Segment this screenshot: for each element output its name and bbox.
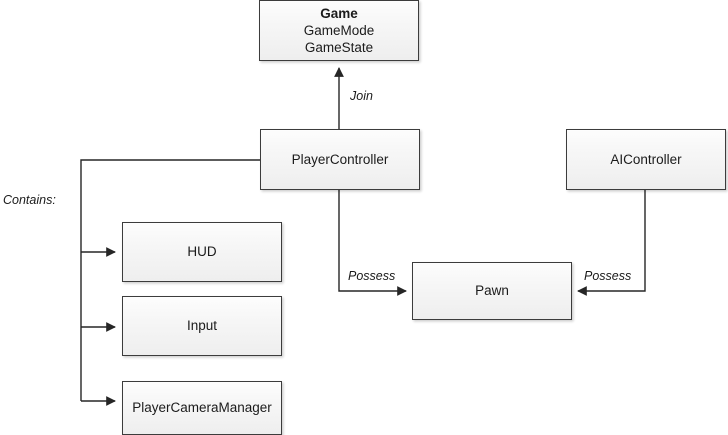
node-game-line3: GameState: [304, 40, 374, 56]
node-input-label: Input: [186, 318, 218, 334]
node-player-controller[interactable]: PlayerController: [260, 129, 420, 190]
label-contains: Contains:: [3, 193, 56, 207]
edge-playercontroller-to-pawn: [338, 190, 407, 296]
node-ai-controller[interactable]: AIController: [566, 129, 726, 190]
node-game-line2: GameMode: [303, 22, 375, 38]
edge-aicontroller-to-pawn: [577, 190, 646, 296]
node-player-controller-label: PlayerController: [291, 151, 389, 167]
node-hud[interactable]: HUD: [122, 222, 282, 282]
node-ai-controller-label: AIController: [610, 151, 682, 167]
node-pawn[interactable]: Pawn: [412, 262, 572, 320]
edge-playercontroller-trunk: [80, 159, 260, 401]
edge-label-possess-player: Possess: [348, 269, 396, 283]
edge-label-join: Join: [350, 89, 373, 103]
edge-label-possess-ai: Possess: [584, 269, 632, 283]
node-input[interactable]: Input: [122, 296, 282, 356]
node-player-camera-manager[interactable]: PlayerCameraManager: [122, 381, 282, 435]
node-hud-label: HUD: [187, 244, 217, 260]
node-player-camera-manager-label: PlayerCameraManager: [132, 400, 272, 416]
node-game[interactable]: Game GameMode GameState: [259, 0, 419, 61]
node-pawn-label: Pawn: [475, 283, 509, 299]
node-game-title: Game: [320, 5, 358, 21]
